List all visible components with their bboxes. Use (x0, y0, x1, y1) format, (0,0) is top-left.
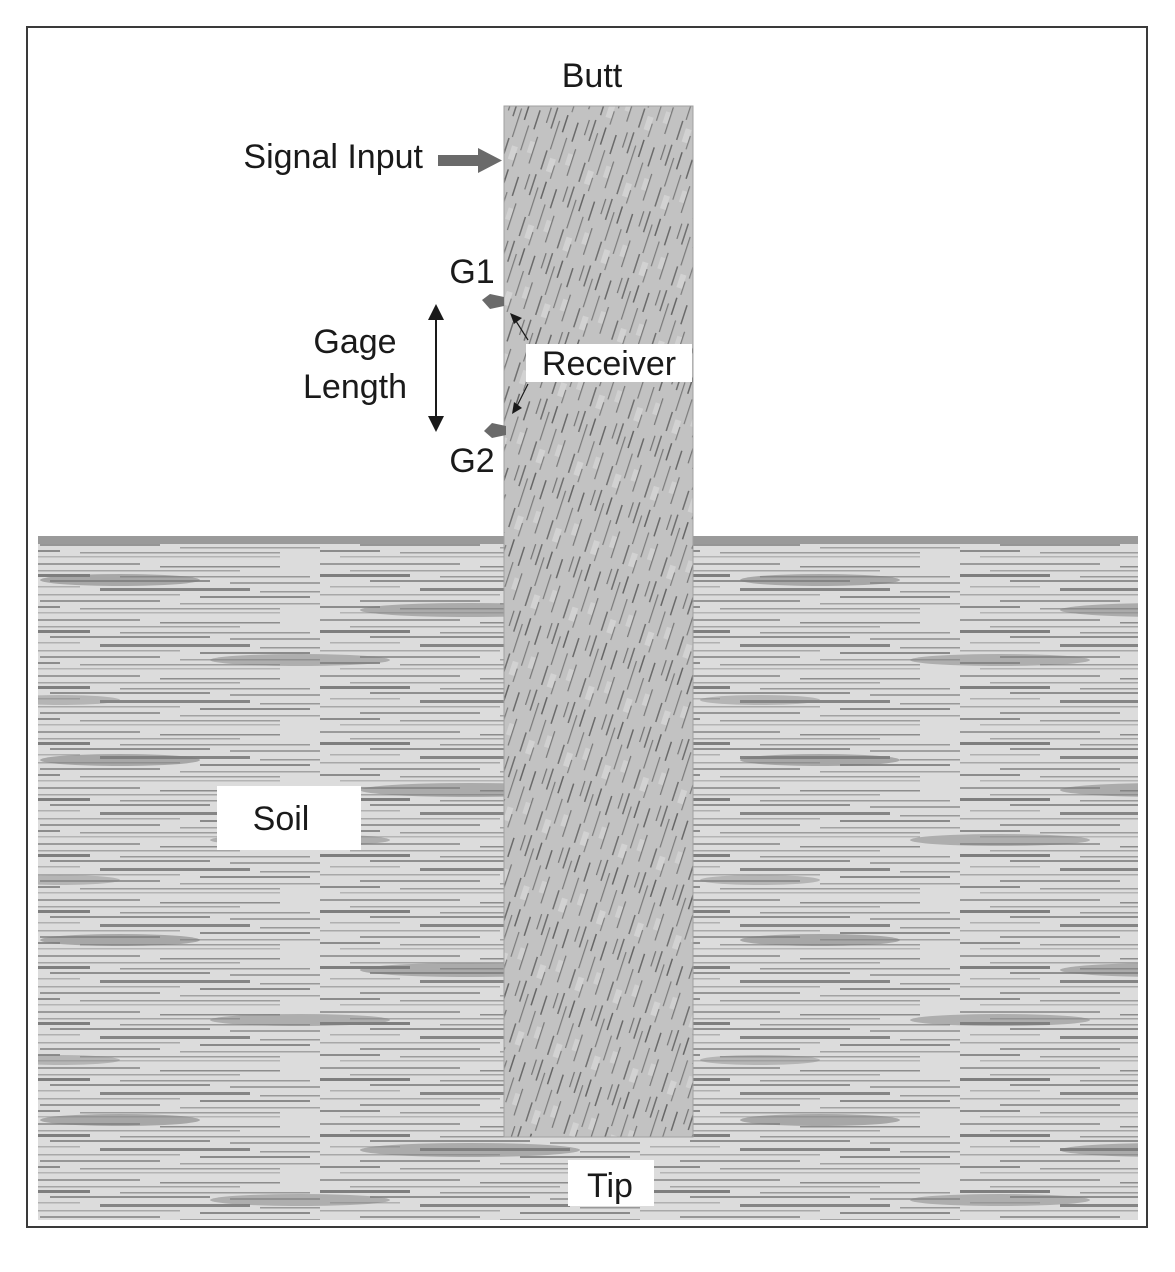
g2-label: G2 (449, 442, 494, 480)
pile (503, 105, 694, 1138)
gage-length-label-line2: Length (303, 368, 407, 406)
tip-label: Tip (587, 1167, 633, 1205)
butt-label: Butt (562, 57, 623, 95)
g1-label: G1 (449, 253, 494, 291)
tip-label-box (568, 1160, 654, 1206)
gage-g1-icon (482, 294, 504, 309)
signal-input-label: Signal Input (243, 138, 423, 176)
gage-length-double-arrow-icon (428, 304, 444, 432)
gage-g2-icon (484, 423, 506, 438)
receiver-label-box (526, 344, 692, 382)
soil-label-box (217, 786, 361, 850)
receiver-label: Receiver (542, 345, 676, 383)
signal-input-arrow-icon (438, 148, 502, 173)
soil-label: Soil (253, 800, 310, 838)
receiver-pointer-arrows-icon (510, 313, 529, 414)
gage-length-label-line1: Gage (313, 323, 396, 361)
